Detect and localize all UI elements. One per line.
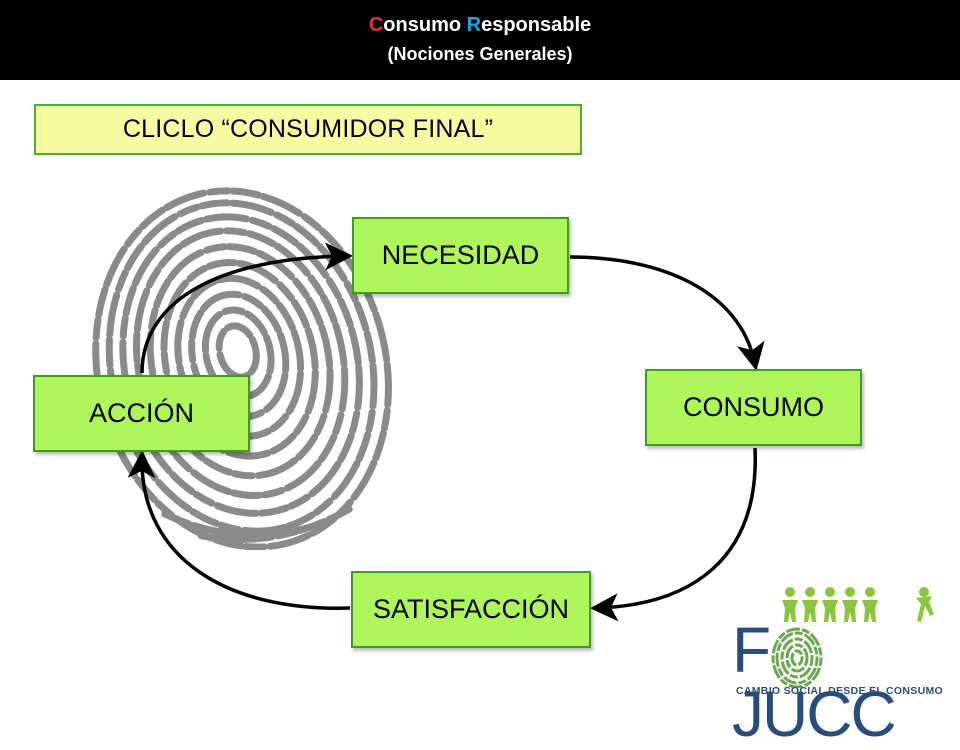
stage-satisfaccion: SATISFACCIÓN [351, 571, 591, 648]
title-initial-c: C [368, 14, 384, 36]
cycle-title-box: CLICLO “CONSUMIDOR FINAL” [34, 104, 582, 155]
stage-necesidad: NECESIDAD [352, 217, 569, 294]
title-initial-r: R [466, 14, 482, 36]
fojucc-logo: FJUCC CAMBIO SOCIAL DESDE EL CONSUMO [728, 584, 950, 746]
logo-fingerprint-icon [771, 627, 823, 688]
slide-subtitle: (Nociones Generales) [387, 44, 573, 64]
stage-accion: ACCIÓN [33, 375, 250, 452]
logo-wordmark: FJUCC [732, 618, 950, 746]
title-word-responsable: esponsable [481, 14, 592, 36]
logo-tagline: CAMBIO SOCIAL DESDE EL CONSUMO [736, 685, 943, 697]
arrow-necesidad-to-consumo [569, 255, 765, 371]
logo-letter-f: F [732, 614, 771, 686]
arrow-satisfaccion-to-accion [127, 450, 351, 610]
cycle-arrows [127, 242, 765, 622]
people-figures-icon [782, 587, 934, 622]
header-bar: Consumo Responsable (Nociones Generales) [0, 0, 960, 80]
slide-title: Consumo Responsable [0, 14, 960, 37]
title-word-consumo: onsumo [383, 14, 467, 36]
stage-consumo: CONSUMO [645, 369, 862, 446]
arrow-consumo-to-satisfaccion [590, 447, 757, 622]
arrow-accion-to-necesidad [140, 242, 353, 374]
